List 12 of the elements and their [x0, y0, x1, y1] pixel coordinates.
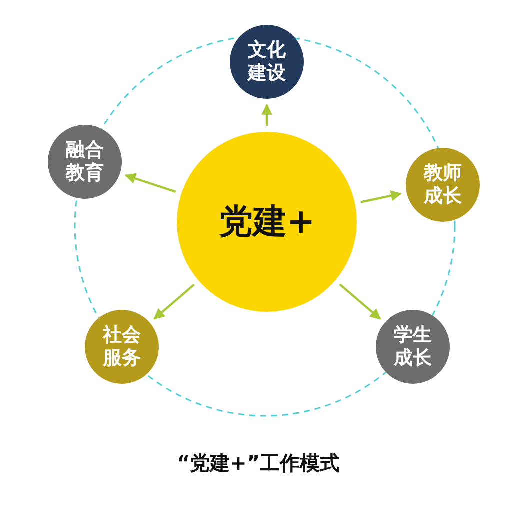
arrow: [360, 190, 402, 204]
node-label: 教师成长: [423, 162, 463, 208]
node-label: 文化建设: [247, 39, 287, 85]
caption: “党建+”工作模式: [176, 451, 340, 475]
node-label: 社会服务: [102, 324, 142, 370]
node-label: 融合教育: [65, 139, 105, 185]
node-label: 党建+: [218, 202, 316, 242]
node-label: 学生成长: [393, 324, 433, 370]
arrow: [262, 104, 272, 126]
arrow: [154, 284, 195, 320]
arrow: [124, 173, 176, 193]
arrow: [339, 284, 382, 320]
